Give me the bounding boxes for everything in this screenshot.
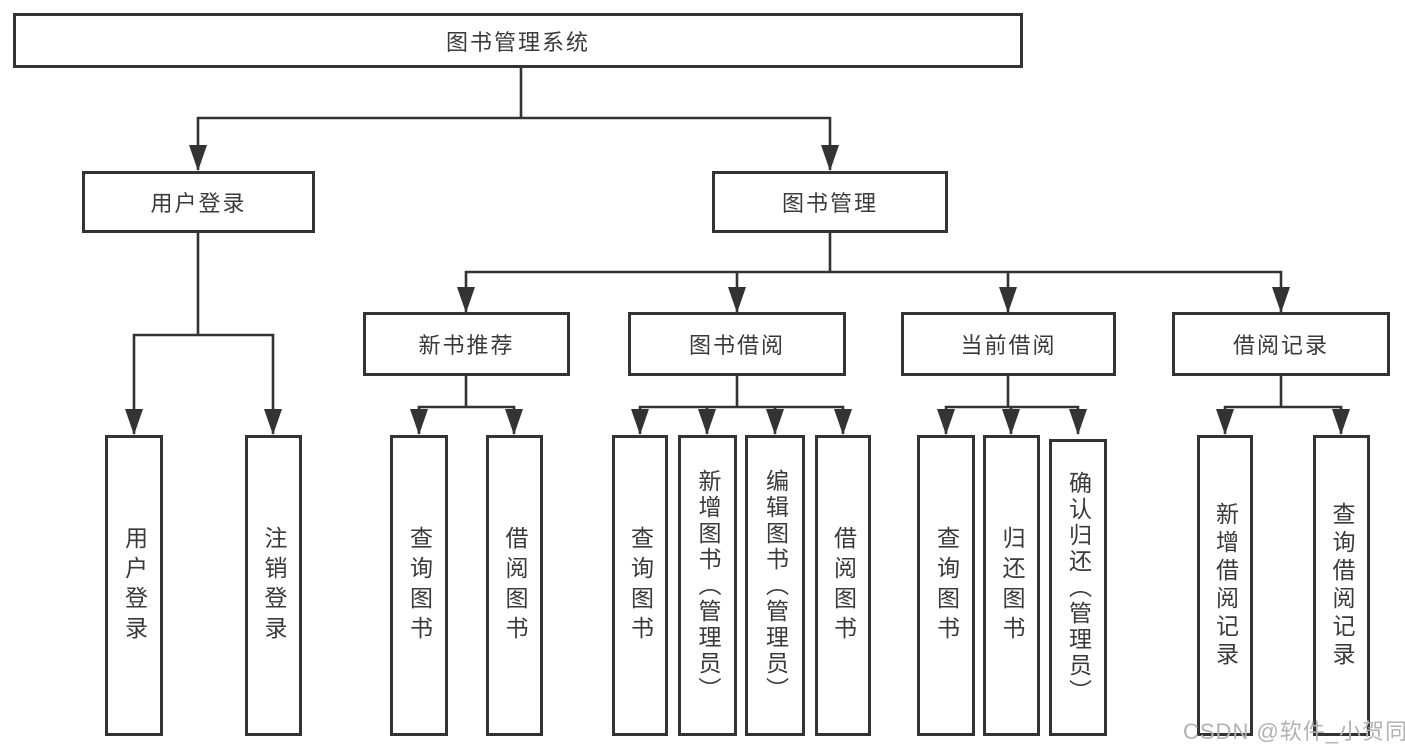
node-user-login-branch: 用户登录 <box>82 171 315 233</box>
node-leaf-user-login: 用户登录 <box>105 435 163 736</box>
node-leaf-add-book-admin: 新增图书（管理员） <box>678 435 737 736</box>
node-leaf-borrow-book-1: 借阅图书 <box>486 435 543 736</box>
node-leaf-query-book-1: 查询图书 <box>390 435 448 736</box>
node-book-management-branch: 图书管理 <box>712 171 948 233</box>
csdn-watermark: CSDN @软件_小贺同学 <box>1183 719 1405 744</box>
node-root-library-system: 图书管理系统 <box>13 13 1023 68</box>
node-borrowing-records: 借阅记录 <box>1172 312 1390 376</box>
node-leaf-borrow-book-2: 借阅图书 <box>815 435 871 736</box>
node-leaf-confirm-return-admin: 确认归还（管理员） <box>1049 439 1107 736</box>
node-current-borrowing: 当前借阅 <box>901 312 1116 376</box>
node-leaf-query-book-2: 查询图书 <box>612 435 668 736</box>
node-leaf-edit-book-admin: 编辑图书（管理员） <box>745 435 805 736</box>
node-book-borrowing: 图书借阅 <box>628 312 846 376</box>
node-leaf-query-book-3: 查询图书 <box>917 435 975 736</box>
node-leaf-query-borrow-record: 查询借阅记录 <box>1313 435 1370 736</box>
node-leaf-logout: 注销登录 <box>245 435 302 736</box>
node-new-book-recommend: 新书推荐 <box>363 312 570 376</box>
node-leaf-add-borrow-record: 新增借阅记录 <box>1197 435 1253 736</box>
node-leaf-return-book: 归还图书 <box>983 435 1040 736</box>
